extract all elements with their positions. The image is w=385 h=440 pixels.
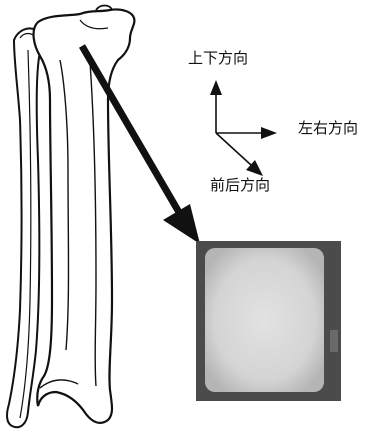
tibia-bone: [34, 6, 135, 423]
sample-specimen: [205, 248, 324, 392]
left-right-label: 左右方向: [298, 121, 358, 136]
up-down-label: 上下方向: [188, 51, 248, 66]
up-arrowhead-icon: [210, 80, 222, 95]
right-arrowhead-icon: [261, 127, 277, 139]
front-back-axis-line: [216, 133, 251, 165]
front-back-label: 前后方向: [210, 178, 270, 193]
fibula-bone: [7, 28, 42, 427]
sample-photo: [196, 241, 341, 401]
axes-indicator: [210, 80, 277, 176]
